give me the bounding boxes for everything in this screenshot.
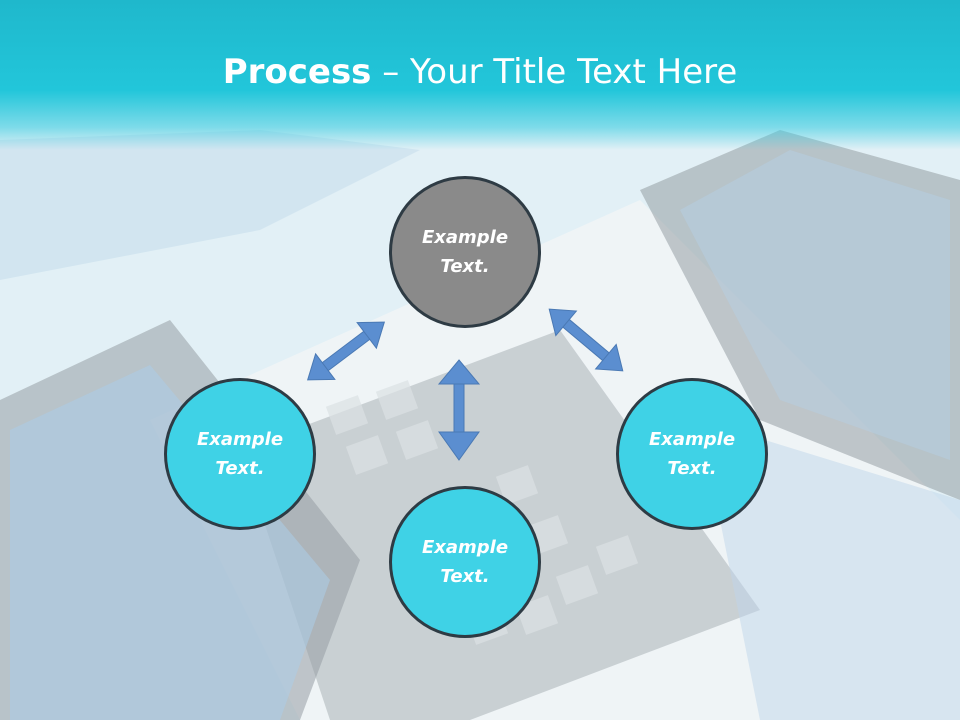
process-node-right-text: Example Text. xyxy=(648,429,736,479)
process-node-bottom: Example Text. xyxy=(389,486,541,638)
title-banner xyxy=(0,0,960,150)
process-node-bottom-text: Example Text. xyxy=(421,537,509,587)
slide-title: Process – Your Title Text Here xyxy=(0,52,960,92)
slide-title-rest: – Your Title Text Here xyxy=(371,52,738,92)
arrow-top-left xyxy=(306,321,386,381)
process-node-right: Example Text. xyxy=(616,378,768,530)
process-node-left-text: Example Text. xyxy=(196,429,284,479)
process-node-top: Example Text. xyxy=(389,176,541,328)
process-node-left: Example Text. xyxy=(164,378,316,530)
process-node-top-text: Example Text. xyxy=(421,227,509,277)
arrow-vertical xyxy=(437,359,481,461)
arrow-top-right xyxy=(548,308,624,372)
slide-title-bold: Process xyxy=(222,52,372,92)
